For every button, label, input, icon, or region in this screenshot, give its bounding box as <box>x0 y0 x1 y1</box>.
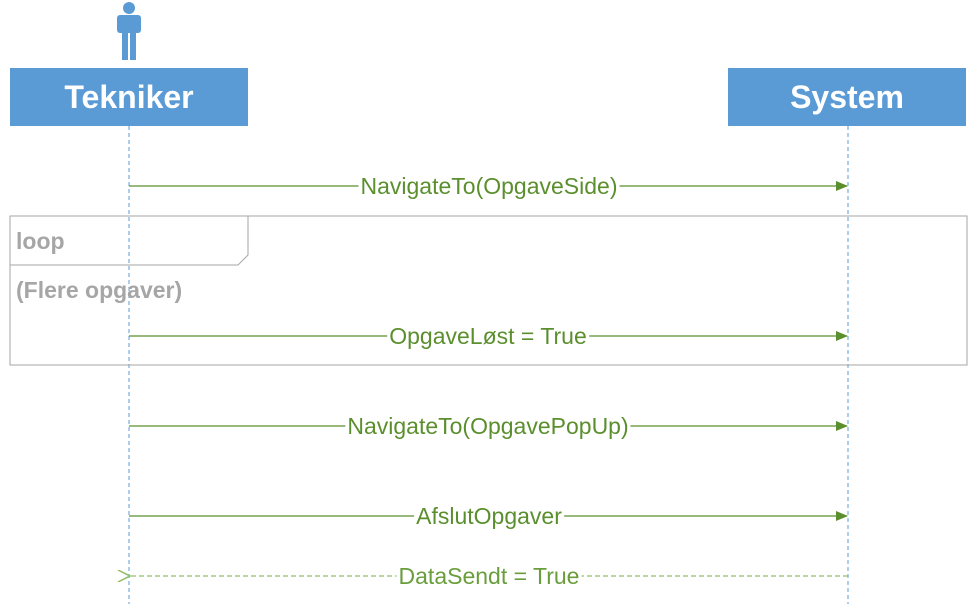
message-label-2: OpgaveLøst = True <box>387 322 589 350</box>
participant-tekniker: Tekniker <box>10 68 248 126</box>
message-label-3: NavigateTo(OpgavePopUp) <box>345 412 631 440</box>
loop-frame <box>9 215 968 366</box>
loop-frame-tab <box>10 216 249 266</box>
participant-system: System <box>728 68 966 126</box>
loop-guard: (Flere opgaver) <box>16 277 183 303</box>
person-icon <box>117 2 141 60</box>
message-label-5: DataSendt = True <box>396 562 582 590</box>
participant-system-label: System <box>790 78 904 115</box>
loop-keyword: loop <box>16 228 65 254</box>
participant-tekniker-label: Tekniker <box>64 78 194 115</box>
message-label-4: AfslutOpgaver <box>414 502 564 530</box>
message-label-1: NavigateTo(OpgaveSide) <box>358 172 620 200</box>
